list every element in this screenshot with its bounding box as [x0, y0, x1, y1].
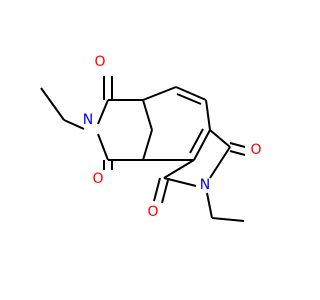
bond-ethyl-ch2-ch3-left	[40, 87, 65, 121]
bond-c11-c9	[163, 159, 195, 179]
molecule-canvas: O O O O N N	[40, 54, 262, 222]
bond-c2-c6	[142, 86, 177, 101]
bond-c6-c7	[175, 86, 207, 101]
bond-c11-o4-b	[161, 179, 169, 204]
bond-c8-c9-inner	[189, 128, 204, 154]
bond-c5-n1	[97, 133, 109, 161]
nitrogen-atom-label: N	[83, 112, 93, 128]
bond-c10-n2	[209, 146, 231, 179]
bond-c7-c8	[205, 99, 211, 131]
oxygen-atom-label: O	[250, 142, 261, 158]
bond-c10-o3-b	[229, 150, 246, 156]
bond-c8-c9	[193, 129, 211, 161]
bond-c3-c4	[142, 129, 153, 161]
molecule-structure: O O O O N N	[40, 54, 262, 222]
bond-n2-ethyl-ch2	[206, 192, 213, 219]
bond-n1-c1	[97, 99, 109, 125]
bond-n2-c11	[163, 177, 197, 187]
bond-c11-o4-a	[153, 177, 161, 202]
nitrogen-atom-label: N	[200, 177, 210, 193]
bond-c2-c3	[142, 99, 153, 131]
oxygen-atom-label: O	[92, 171, 103, 187]
oxygen-atom-label: O	[94, 54, 105, 70]
bond-c8-c10	[209, 129, 231, 148]
bond-c10-o3-a	[229, 142, 246, 148]
bond-n1-ethyl-ch2	[63, 119, 85, 130]
oxygen-atom-label: O	[147, 204, 158, 220]
bond-ethyl-ch2-ch3-right	[211, 217, 245, 222]
bond-c6-c7-inner	[176, 93, 202, 105]
